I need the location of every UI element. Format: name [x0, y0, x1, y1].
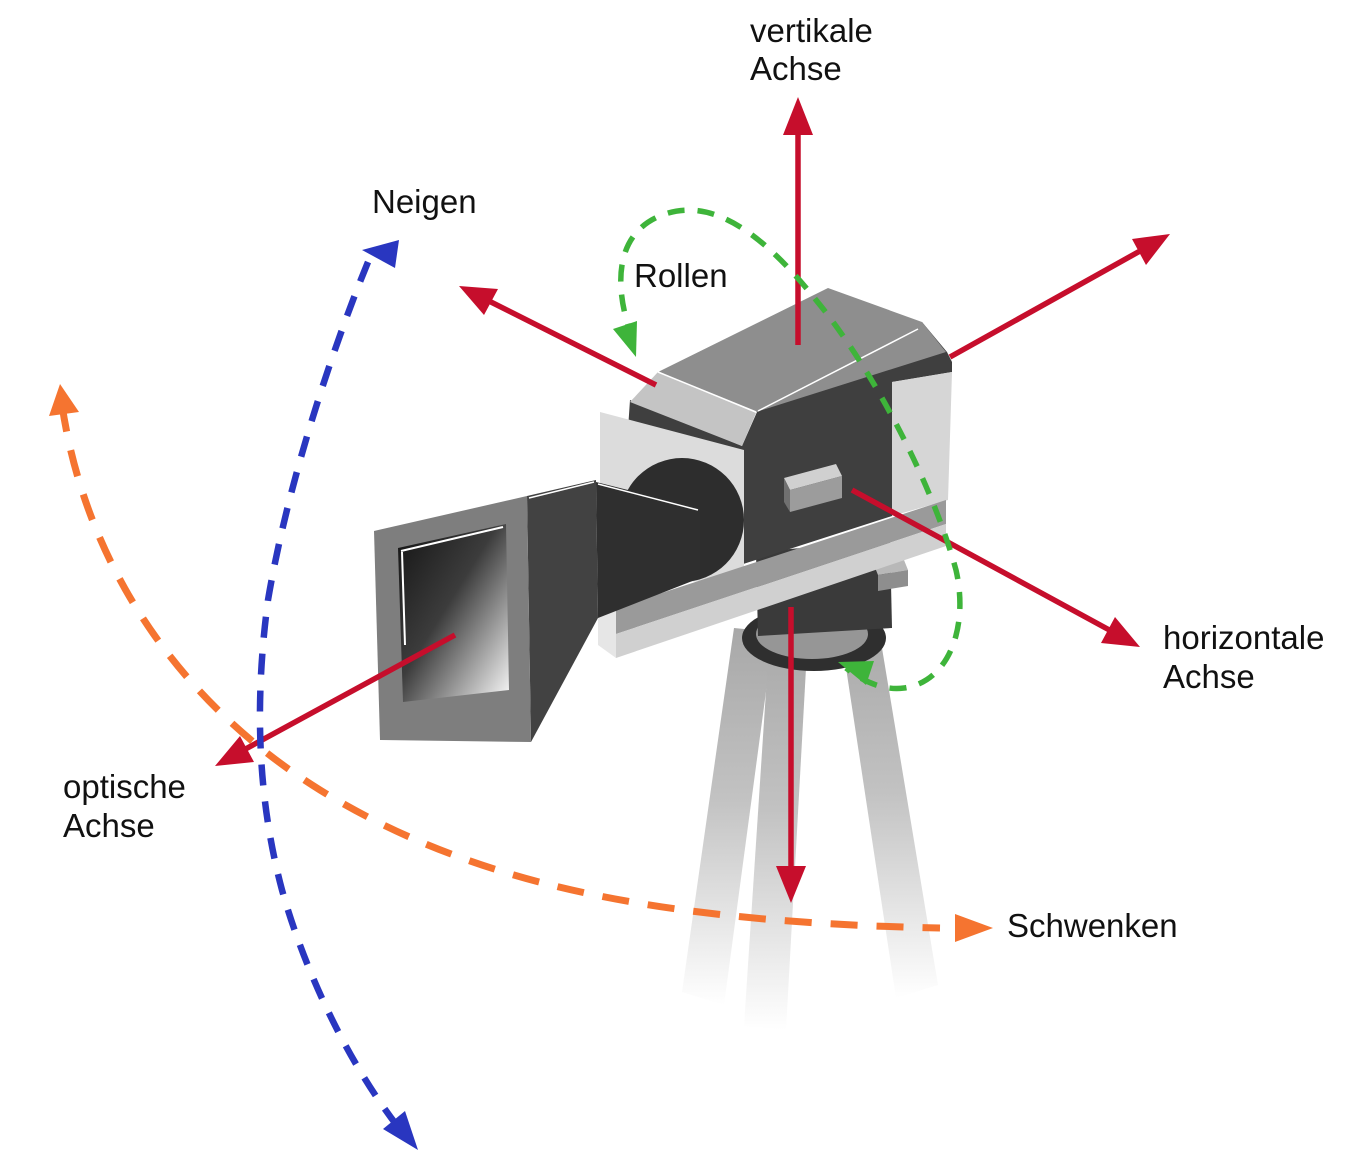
vertical-axis-arrowhead-up [783, 97, 813, 135]
neigen-tilt-arc [256, 240, 418, 1150]
neigen-arc-path [256, 260, 405, 1135]
rollen-roll-loop [613, 207, 963, 692]
top-cap-bevel [630, 372, 756, 446]
top-cap-ridge-highlight [757, 328, 919, 412]
schwenken-arrowhead-right [955, 914, 993, 942]
horizontal-axis-line-lower-right [850, 487, 1115, 635]
label-optical-axis-line1: optische [63, 768, 186, 805]
body-right-face [892, 372, 952, 516]
rollen-arrowhead-bottom [838, 661, 874, 685]
neigen-arrowhead-top [362, 240, 399, 268]
neigen-arrowhead-bottom [383, 1111, 418, 1150]
lens-hood-highlight [528, 481, 595, 499]
side-button-end [784, 478, 790, 512]
video-camera-illustration [374, 288, 952, 1030]
lens-hood-opening [398, 524, 509, 702]
schwenken-arrowhead-left [49, 384, 79, 416]
optical-axis-line-upper-right [948, 248, 1142, 360]
opening-highlight-top [400, 526, 504, 552]
lens-assembly [374, 480, 700, 742]
side-button-top [784, 464, 842, 490]
horizontal-axis-arrowhead-lower-right [1101, 617, 1140, 647]
tripod-leg-right [840, 624, 938, 998]
label-schwenken: Schwenken [1007, 907, 1178, 944]
vertical-axis-arrowhead-down [776, 866, 806, 903]
mount-tab-front [878, 570, 908, 591]
schwenken-arc-path [58, 404, 941, 932]
red-axis-arrows [215, 97, 1170, 903]
base-plate-mid [616, 500, 946, 634]
lens-hood-side [527, 480, 598, 742]
top-cap-edge-highlight [657, 371, 757, 413]
label-vertical-axis-line1: vertikale [750, 12, 873, 49]
opening-highlight-left [401, 551, 406, 646]
rollen-arrowhead-top [613, 321, 637, 357]
schwenken-pan-arc [49, 384, 993, 942]
lens-barrel [596, 482, 700, 618]
rollen-loop-path [618, 207, 963, 692]
camera-top-cap [630, 288, 946, 446]
side-button [784, 464, 842, 512]
optical-axis-line-lower-left [238, 632, 457, 755]
horizontal-axis-line-upper-left [471, 290, 658, 388]
lens-barrel-highlight [597, 483, 699, 511]
base-plate-light [616, 524, 946, 658]
optical-axis-arrowhead-lower-left [215, 736, 254, 766]
horizontal-axis-arrowhead-upper-left [459, 286, 498, 315]
label-rollen: Rollen [634, 257, 728, 294]
label-neigen: Neigen [372, 183, 477, 220]
optical-axis-arrowhead-upper-right [1132, 234, 1170, 265]
label-vertical-axis-line2: Achse [750, 50, 842, 87]
diagram-labels: vertikale Achse Neigen Rollen horizontal… [63, 12, 1324, 944]
side-button-front [790, 476, 842, 512]
label-optical-axis-line2: Achse [63, 807, 155, 844]
label-horizontal-axis-line1: horizontale [1163, 619, 1324, 656]
top-cap-face [658, 288, 946, 412]
label-horizontal-axis-line2: Achse [1163, 658, 1255, 695]
